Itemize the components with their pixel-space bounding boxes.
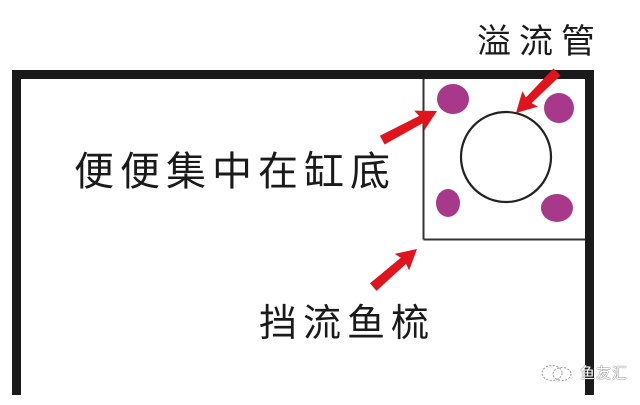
waste-dots [436, 84, 574, 222]
waste-dot-bottom-right [541, 194, 573, 222]
waste-dot-top-right [544, 93, 574, 123]
waste-dot-top-left [437, 84, 469, 114]
arrow-to-waste [379, 110, 437, 145]
overflow-comb-box [422, 79, 585, 241]
arrow-to-pipe [516, 68, 561, 113]
flow-comb-label: 挡流鱼梳 [259, 301, 436, 345]
watermark: 鱼友汇 [540, 362, 628, 383]
waste-dot-bottom-left [436, 189, 460, 217]
watermark-text: 鱼友汇 [580, 364, 629, 382]
overflow-pipe-circle [459, 110, 553, 204]
arrow-to-comb [369, 249, 417, 291]
overflow-pipe-label: 溢流管 [477, 22, 603, 62]
waste-collects-label: 便便集中在缸底 [74, 149, 396, 195]
wechat-icon [541, 364, 572, 381]
tank-outline [12, 70, 594, 395]
